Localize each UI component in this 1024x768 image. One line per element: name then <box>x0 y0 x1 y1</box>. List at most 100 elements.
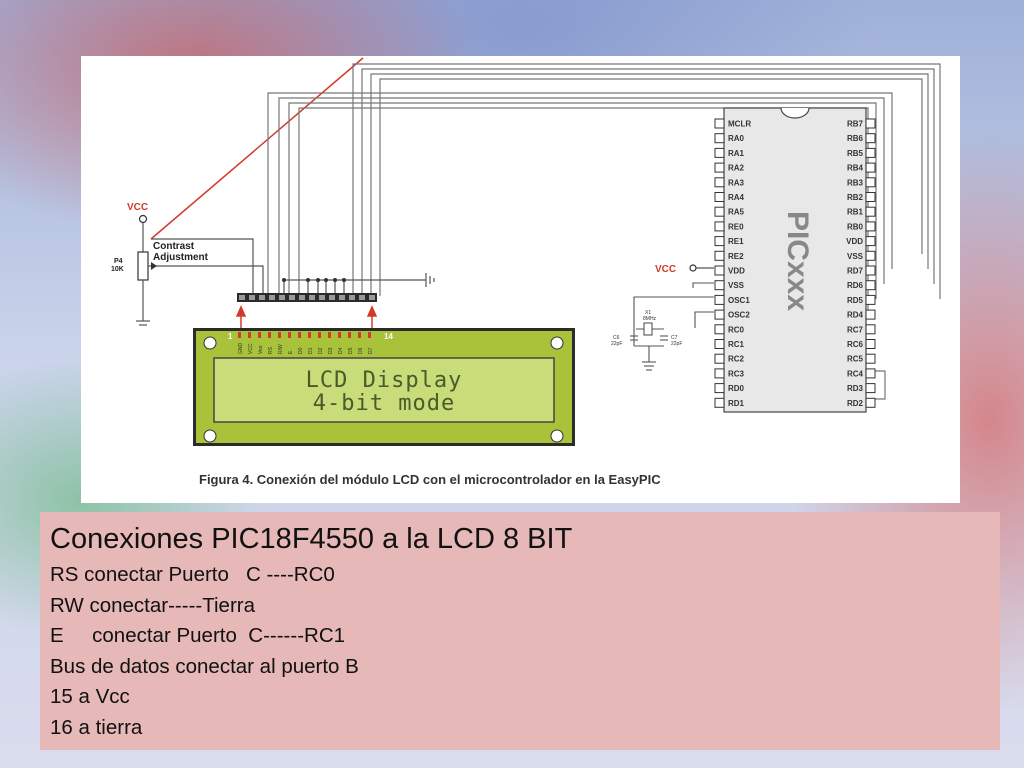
chip-pin <box>865 147 876 158</box>
cap-left-label: C6 <box>613 335 620 341</box>
lcd-pin-name: D0 <box>298 347 304 354</box>
lcd-pin-name: RS <box>268 346 274 354</box>
crystal-freq: 8MHz <box>643 316 657 322</box>
chip-right-pin-label: RD6 <box>847 281 864 290</box>
chip-left-pin-label: VDD <box>728 267 745 276</box>
chip-pin <box>865 250 876 261</box>
chip-left-pin-label: OSC2 <box>728 311 750 320</box>
lcd-pin-name: VCC <box>248 343 254 354</box>
lcd-pin-name: D1 <box>308 347 314 354</box>
chip-pin <box>714 265 725 276</box>
chip-left-pin-label: RA0 <box>728 134 745 143</box>
contrast-label: Contrast <box>153 241 195 252</box>
connection-notes: Conexiones PIC18F4550 a la LCD 8 BIT RS … <box>40 512 1000 750</box>
chip-right-pin-label: RB2 <box>847 193 864 202</box>
chip-right-pin-label: RC5 <box>847 355 864 364</box>
chip-pin <box>865 397 876 408</box>
chip-pin <box>714 309 725 320</box>
chip-left-pin-label: RA1 <box>728 149 745 158</box>
cap-right-value: 22pF <box>671 341 682 347</box>
pot-label: P4 <box>114 258 123 265</box>
crystal-label: X1 <box>645 310 651 316</box>
chip-left-pin-label: RD1 <box>728 399 745 408</box>
chip-left-pin-label: RA3 <box>728 178 745 187</box>
chip-pin <box>714 353 725 364</box>
chip-right-pin-label: RB5 <box>847 149 864 158</box>
chip-right-pin-label: RC4 <box>847 369 864 378</box>
chip-left-pin-label: RC1 <box>728 340 745 349</box>
chip-pin <box>865 368 876 379</box>
chip-left-pins: MCLRRA0RA1RA2RA3RA4RA5RE0RE1RE2VDDVSSOSC… <box>714 118 751 408</box>
lcd-screen <box>213 357 555 423</box>
lcd-pin-name: D3 <box>328 347 334 354</box>
chip-pin <box>714 324 725 335</box>
chip-pin <box>865 265 876 276</box>
chip-left-pin-label: RE0 <box>728 222 744 231</box>
chip-right-pin-label: RD5 <box>847 296 864 305</box>
chip-right-pin-label: RB7 <box>847 120 864 129</box>
chip-right-pin-label: VDD <box>846 237 863 246</box>
chip-pin <box>714 397 725 408</box>
note-line-rw: RW conectar-----Tierra <box>50 593 256 617</box>
chip-right-pin-label: RC7 <box>847 325 864 334</box>
chip-left-pin-label: RA2 <box>728 164 745 173</box>
chip-pin <box>865 162 876 173</box>
chip-right-pin-label: RB6 <box>847 134 864 143</box>
chip-pin <box>865 221 876 232</box>
note-line-e: E conectar Puerto C------RC1 <box>50 624 346 647</box>
chip-left-pin-label: RC0 <box>728 325 745 334</box>
chip-pin <box>865 133 876 144</box>
chip-left-pin-label: OSC1 <box>728 296 750 305</box>
note-line-ground: 16 a tierra <box>50 715 143 739</box>
chip-pin <box>714 339 725 349</box>
chip-pin <box>714 118 725 129</box>
pot-value: 10K <box>111 266 124 273</box>
pin-header <box>237 293 377 302</box>
chip-pin <box>865 118 876 129</box>
note-line-vcc: 15 a Vcc <box>50 685 130 708</box>
chip-right-pin-label: VSS <box>847 252 864 261</box>
chip-left-pin-label: RC3 <box>728 369 745 378</box>
lcd-pin-first: 1 <box>228 332 233 341</box>
lcd-pin-name: GND <box>238 343 244 355</box>
cap-left-value: 22pF <box>611 341 622 347</box>
figure-caption: Figura 4. Conexión del módulo LCD con el… <box>199 472 661 487</box>
lcd-pin-name: D4 <box>338 347 344 354</box>
chip-pin <box>865 177 876 188</box>
lcd-pin-name: D5 <box>348 347 354 354</box>
lcd-pin-name: E <box>288 350 294 354</box>
cap-right-label: C7 <box>671 335 678 341</box>
chip-pin <box>714 177 725 188</box>
chip-pin <box>865 280 876 291</box>
chip-pin <box>714 147 725 158</box>
note-line-rs: RS conectar Puerto C ----RC0 <box>50 563 335 586</box>
chip-pin <box>714 280 725 291</box>
lcd-line-1: LCD Display <box>306 368 463 393</box>
chip-pin <box>865 309 876 320</box>
chip-pin <box>865 236 876 247</box>
chip-pin <box>714 192 725 202</box>
adjustment-label: Adjustment <box>153 252 209 263</box>
red-diagonal-line <box>150 57 364 240</box>
schematic-svg: VCC P4 10K Contrast Adjustment <box>111 57 941 487</box>
chip-pin <box>865 339 876 349</box>
chip-right-pins: RB7RB6RB5RB4RB3RB2RB1RB0VDDVSSRD7RD6RD5R… <box>846 118 876 408</box>
chip-label: PICxxx <box>781 211 814 311</box>
chip-left-pin-label: RE1 <box>728 237 744 246</box>
chip-pin <box>714 133 725 144</box>
chip-left-pin-label: RC2 <box>728 355 745 364</box>
chip-left-pin-label: RD0 <box>728 384 745 393</box>
potentiometer <box>137 251 149 281</box>
lcd-pin-name: Vee <box>258 345 264 354</box>
chip-pin <box>865 324 876 335</box>
chip-pin <box>865 192 876 202</box>
lcd-pin-name: D6 <box>358 347 364 354</box>
chip-pin <box>714 294 725 305</box>
chip-pin <box>714 162 725 173</box>
chip-right-pin-label: RD4 <box>847 311 864 320</box>
chip-pin <box>865 353 876 364</box>
circuit-diagram: VCC P4 10K Contrast Adjustment <box>81 56 960 503</box>
chip-left-pin-label: RA4 <box>728 193 745 202</box>
pin-arrows <box>235 305 378 328</box>
